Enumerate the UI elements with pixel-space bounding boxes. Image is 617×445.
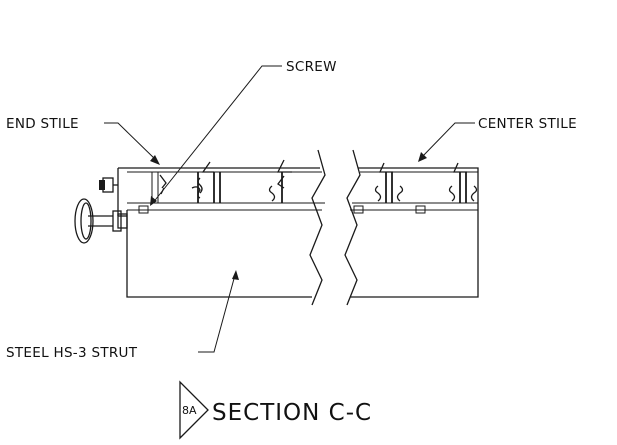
screw-arrow [150, 196, 157, 206]
center-stile-label: CENTER STILE [478, 116, 577, 132]
strut-body-right [350, 167, 479, 298]
break-line-right [344, 149, 361, 306]
section-tag-triangle [179, 380, 209, 440]
strut-arrow [232, 270, 239, 280]
section-title: SECTION C-C [212, 400, 372, 426]
screw-label: SCREW [286, 59, 337, 75]
screw-heads [138, 205, 426, 214]
knob-hardware [74, 177, 128, 244]
end-stile-detail [151, 161, 221, 203]
center-stile-detail [374, 162, 478, 203]
center-stile-leader [420, 122, 475, 159]
screw-leader [151, 65, 282, 205]
end-stile-leader [104, 122, 158, 162]
strut-body-left [117, 167, 325, 298]
section-title-block: 8A SECTION C-C [179, 380, 372, 440]
center-stile-arrow [418, 152, 427, 162]
section-tag: 8A [182, 404, 197, 417]
end-stile-arrow [150, 155, 160, 165]
center-detail-left [268, 159, 292, 203]
break-line-left [309, 149, 326, 306]
strut-leader [198, 274, 236, 353]
strut-label: STEEL HS-3 STRUT [6, 345, 138, 361]
end-stile-label: END STILE [6, 116, 79, 132]
